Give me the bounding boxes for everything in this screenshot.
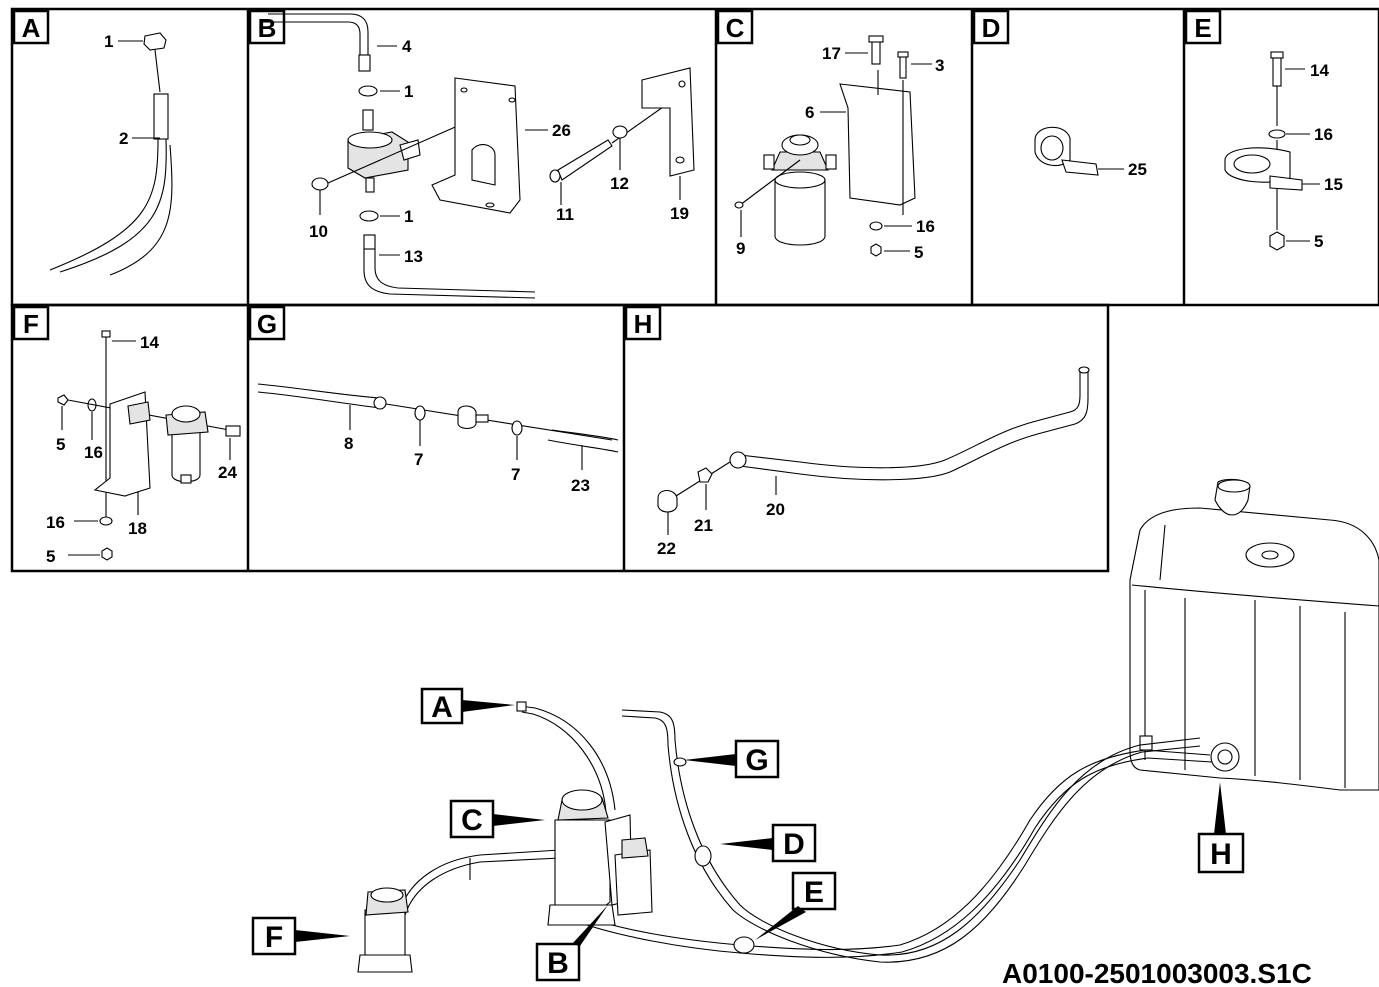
callout-g: G bbox=[684, 739, 780, 779]
callout-b: B bbox=[535, 905, 608, 982]
panel-h-drawing bbox=[657, 366, 1090, 535]
label-g-7-left: 7 bbox=[414, 450, 423, 469]
drawing-reference: A0100-2501003003.S1C bbox=[1002, 958, 1312, 987]
label-f-16-top: 16 bbox=[84, 443, 103, 462]
panel-letter-e: E bbox=[1184, 9, 1222, 45]
label-b-12: 12 bbox=[610, 174, 629, 193]
callout-c: C bbox=[449, 799, 545, 839]
label-g-7-right: 7 bbox=[511, 465, 520, 484]
fuel-lines bbox=[399, 701, 1213, 963]
svg-text:D: D bbox=[982, 13, 1001, 43]
panel-letter-g: G bbox=[248, 305, 286, 341]
label-e-14: 14 bbox=[1310, 61, 1329, 80]
svg-text:B: B bbox=[258, 13, 277, 43]
panel-letter-b: B bbox=[248, 9, 286, 45]
svg-text:B: B bbox=[547, 947, 569, 980]
callout-f: F bbox=[251, 916, 350, 956]
panel-letter-a: A bbox=[12, 9, 50, 45]
svg-text:C: C bbox=[461, 804, 483, 837]
label-b-1-top: 1 bbox=[404, 82, 413, 101]
panel-b-drawing bbox=[262, 13, 695, 299]
label-f-14: 14 bbox=[140, 333, 159, 352]
label-e-15: 15 bbox=[1324, 175, 1343, 194]
svg-text:F: F bbox=[265, 921, 283, 954]
label-b-13: 13 bbox=[404, 247, 423, 266]
label-f-5-top: 5 bbox=[56, 435, 65, 454]
svg-text:C: C bbox=[726, 13, 745, 43]
callout-d: D bbox=[720, 823, 817, 863]
label-b-26: 26 bbox=[552, 121, 571, 140]
panel-letter-c: C bbox=[716, 9, 754, 45]
label-a-2: 2 bbox=[119, 129, 128, 148]
label-c-9: 9 bbox=[736, 239, 745, 258]
callout-h: H bbox=[1197, 782, 1245, 874]
callout-a: A bbox=[420, 687, 515, 725]
panel-g-drawing bbox=[257, 383, 619, 470]
label-h-22: 22 bbox=[657, 539, 676, 558]
label-e-16: 16 bbox=[1314, 125, 1333, 144]
svg-text:A: A bbox=[431, 691, 453, 724]
svg-text:H: H bbox=[634, 309, 653, 339]
panel-frames bbox=[10, 7, 1379, 573]
label-c-5: 5 bbox=[914, 243, 923, 262]
assembly-bracket-b bbox=[614, 837, 653, 916]
callout-e: E bbox=[755, 871, 837, 940]
label-e-5: 5 bbox=[1314, 232, 1323, 251]
label-c-16: 16 bbox=[916, 217, 935, 236]
label-h-20: 20 bbox=[766, 500, 785, 519]
svg-text:H: H bbox=[1210, 838, 1232, 871]
svg-text:G: G bbox=[257, 309, 277, 339]
svg-text:E: E bbox=[804, 876, 824, 909]
fuel-tank bbox=[1129, 478, 1379, 791]
label-f-16-bottom: 16 bbox=[46, 513, 65, 532]
svg-text:A: A bbox=[22, 13, 41, 43]
label-d-25: 25 bbox=[1128, 160, 1147, 179]
label-b-4: 4 bbox=[402, 37, 412, 56]
label-c-3: 3 bbox=[935, 56, 944, 75]
panel-d-drawing bbox=[1034, 126, 1124, 176]
panel-letter-d: D bbox=[972, 9, 1010, 45]
label-c-6: 6 bbox=[805, 103, 814, 122]
svg-text:G: G bbox=[745, 744, 768, 777]
label-f-5-bottom: 5 bbox=[46, 547, 55, 566]
label-b-19: 19 bbox=[670, 204, 689, 223]
label-f-24: 24 bbox=[218, 463, 237, 482]
label-g-8: 8 bbox=[344, 434, 353, 453]
panel-c-drawing bbox=[734, 35, 932, 257]
label-g-23: 23 bbox=[571, 476, 590, 495]
assembly-filter-f bbox=[357, 887, 413, 973]
panel-letter-f: F bbox=[12, 305, 50, 341]
svg-text:F: F bbox=[23, 309, 39, 339]
panel-f-drawing bbox=[57, 330, 241, 561]
label-h-21: 21 bbox=[694, 516, 713, 535]
panel-letter-h: H bbox=[624, 305, 662, 341]
panel-a-drawing bbox=[49, 32, 173, 276]
label-f-18: 18 bbox=[128, 519, 147, 538]
label-b-10: 10 bbox=[309, 222, 328, 241]
panel-e-drawing bbox=[1224, 51, 1320, 251]
svg-text:E: E bbox=[1194, 13, 1211, 43]
label-b-11: 11 bbox=[556, 205, 574, 224]
label-c-17: 17 bbox=[822, 44, 841, 63]
label-a-1: 1 bbox=[104, 32, 113, 51]
svg-text:D: D bbox=[783, 828, 805, 861]
label-b-1-bottom: 1 bbox=[404, 207, 413, 226]
